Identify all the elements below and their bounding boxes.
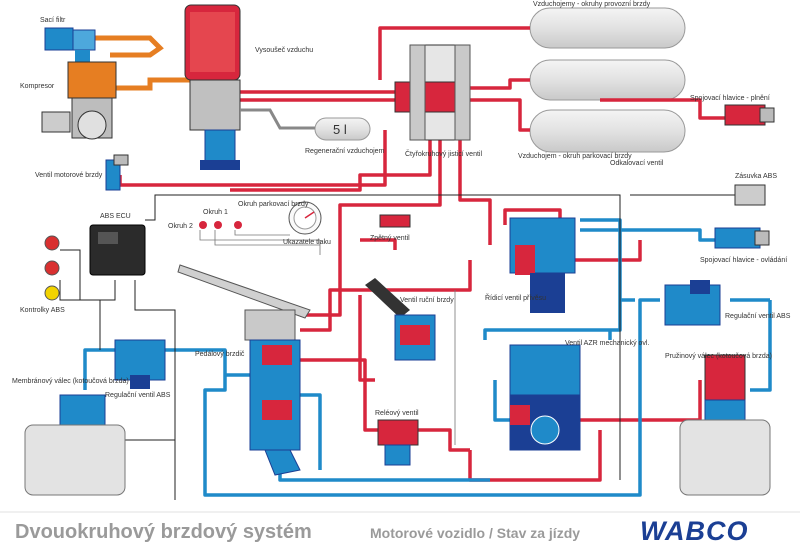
label-regeneracni: Regenerační vzduchojem bbox=[305, 148, 385, 155]
label-kompresor: Kompresor bbox=[20, 83, 55, 90]
membrane-brake-cylinder bbox=[24, 394, 126, 496]
spring-brake-cylinder bbox=[679, 354, 771, 496]
compressor bbox=[41, 61, 117, 140]
regeneration-tank bbox=[240, 108, 371, 141]
label-ukazatele: Ukazatele tlaku bbox=[283, 239, 331, 246]
lamp-yellow bbox=[44, 285, 60, 301]
label-vysousec: Vysoušeč vzduchu bbox=[255, 47, 313, 54]
gauge-lines bbox=[199, 230, 456, 445]
component-labels: Sací filtr Kompresor Vysoušeč vzduchu 5 … bbox=[12, 1, 791, 417]
check-valve bbox=[379, 214, 411, 228]
label-vzduchojemy: Vzduchojemy - okruhy provozní brzdy bbox=[533, 1, 651, 8]
label-pedalovy: Pedálový brzdič bbox=[195, 351, 245, 358]
tank-2 bbox=[529, 59, 686, 101]
motor-brake-valve bbox=[105, 154, 129, 191]
label-okruh1: Okruh 1 bbox=[203, 209, 228, 216]
label-releovy: Reléový ventil bbox=[375, 410, 419, 417]
label-vzduchojem-parkovaci: Vzduchojem - okruh parkovací brzdy bbox=[518, 153, 632, 160]
abs-socket bbox=[734, 184, 766, 206]
lamp-red-1 bbox=[44, 235, 60, 251]
service-tanks bbox=[529, 7, 686, 153]
label-pruzinovy: Pružinový válec (kotoučová brzda) bbox=[665, 353, 772, 360]
label-zasuvka-abs: Zásuvka ABS bbox=[735, 173, 777, 180]
label-regulacni-right: Regulační ventil ABS bbox=[725, 313, 791, 320]
coupling-head-supply bbox=[724, 104, 775, 126]
label-okruh2: Okruh 2 bbox=[168, 223, 193, 230]
intake-filter bbox=[44, 27, 96, 62]
label-ridici: Řídicí ventil přívěsu bbox=[485, 293, 546, 302]
abs-warning-lamps bbox=[44, 235, 60, 301]
label-ventil-motorove: Ventil motorové brzdy bbox=[35, 172, 103, 179]
abs-valve-right bbox=[664, 280, 721, 326]
footer-subtitle: Motorové vozidlo / Stav za jízdy bbox=[370, 525, 580, 541]
footer-title: Dvouokruhový brzdový systém bbox=[15, 521, 312, 543]
label-zpetny: Zpětný ventil bbox=[370, 235, 410, 242]
label-spojovaci-ovladani: Spojovací hlavice - ovládání bbox=[700, 257, 787, 264]
label-spojovaci-plneni: Spojovací hlavice - plnění bbox=[690, 95, 770, 102]
air-dryer bbox=[184, 4, 241, 170]
hand-brake-valve bbox=[365, 278, 436, 361]
electric-lines bbox=[59, 194, 740, 500]
tank-1 bbox=[529, 7, 686, 49]
abs-ecu bbox=[89, 224, 146, 276]
label-ctyrokruhovy: Čtyřokruhový jisticí ventil bbox=[405, 149, 482, 158]
label-abs-ecu: ABS ECU bbox=[100, 213, 131, 220]
label-odkalovaci: Odkalovací ventil bbox=[610, 160, 664, 167]
lamp-red-2 bbox=[44, 260, 60, 276]
label-regulacni-left: Regulační ventil ABS bbox=[105, 392, 171, 399]
label-okruh-parkovaci: Okruh parkovací brzdy bbox=[238, 201, 309, 208]
tank-3 bbox=[529, 109, 686, 153]
relay-valve bbox=[377, 419, 419, 466]
trailer-control-valve bbox=[509, 217, 576, 313]
label-ventil-rucni: Ventil ruční brzdy bbox=[400, 297, 454, 304]
label-azr: Ventil AZR mechanický ovl. bbox=[565, 340, 649, 347]
abs-valve-left bbox=[114, 339, 166, 389]
coupling-head-control bbox=[714, 227, 770, 249]
azr-valve bbox=[509, 344, 581, 451]
four-circuit-valve bbox=[394, 44, 471, 141]
brake-pedal bbox=[177, 264, 311, 476]
label-membranovy: Membránový válec (kotoučová brzda) bbox=[12, 378, 129, 385]
footer: Dvouokruhový brzdový systém Motorové voz… bbox=[0, 511, 800, 546]
label-kontrolky: Kontrolky ABS bbox=[20, 307, 65, 314]
wabco-logo: WABCO bbox=[640, 516, 749, 546]
pressure-gauges bbox=[199, 201, 322, 235]
label-regen-volume: 5 l bbox=[333, 122, 347, 137]
label-saci-filtr: Sací filtr bbox=[40, 17, 66, 24]
